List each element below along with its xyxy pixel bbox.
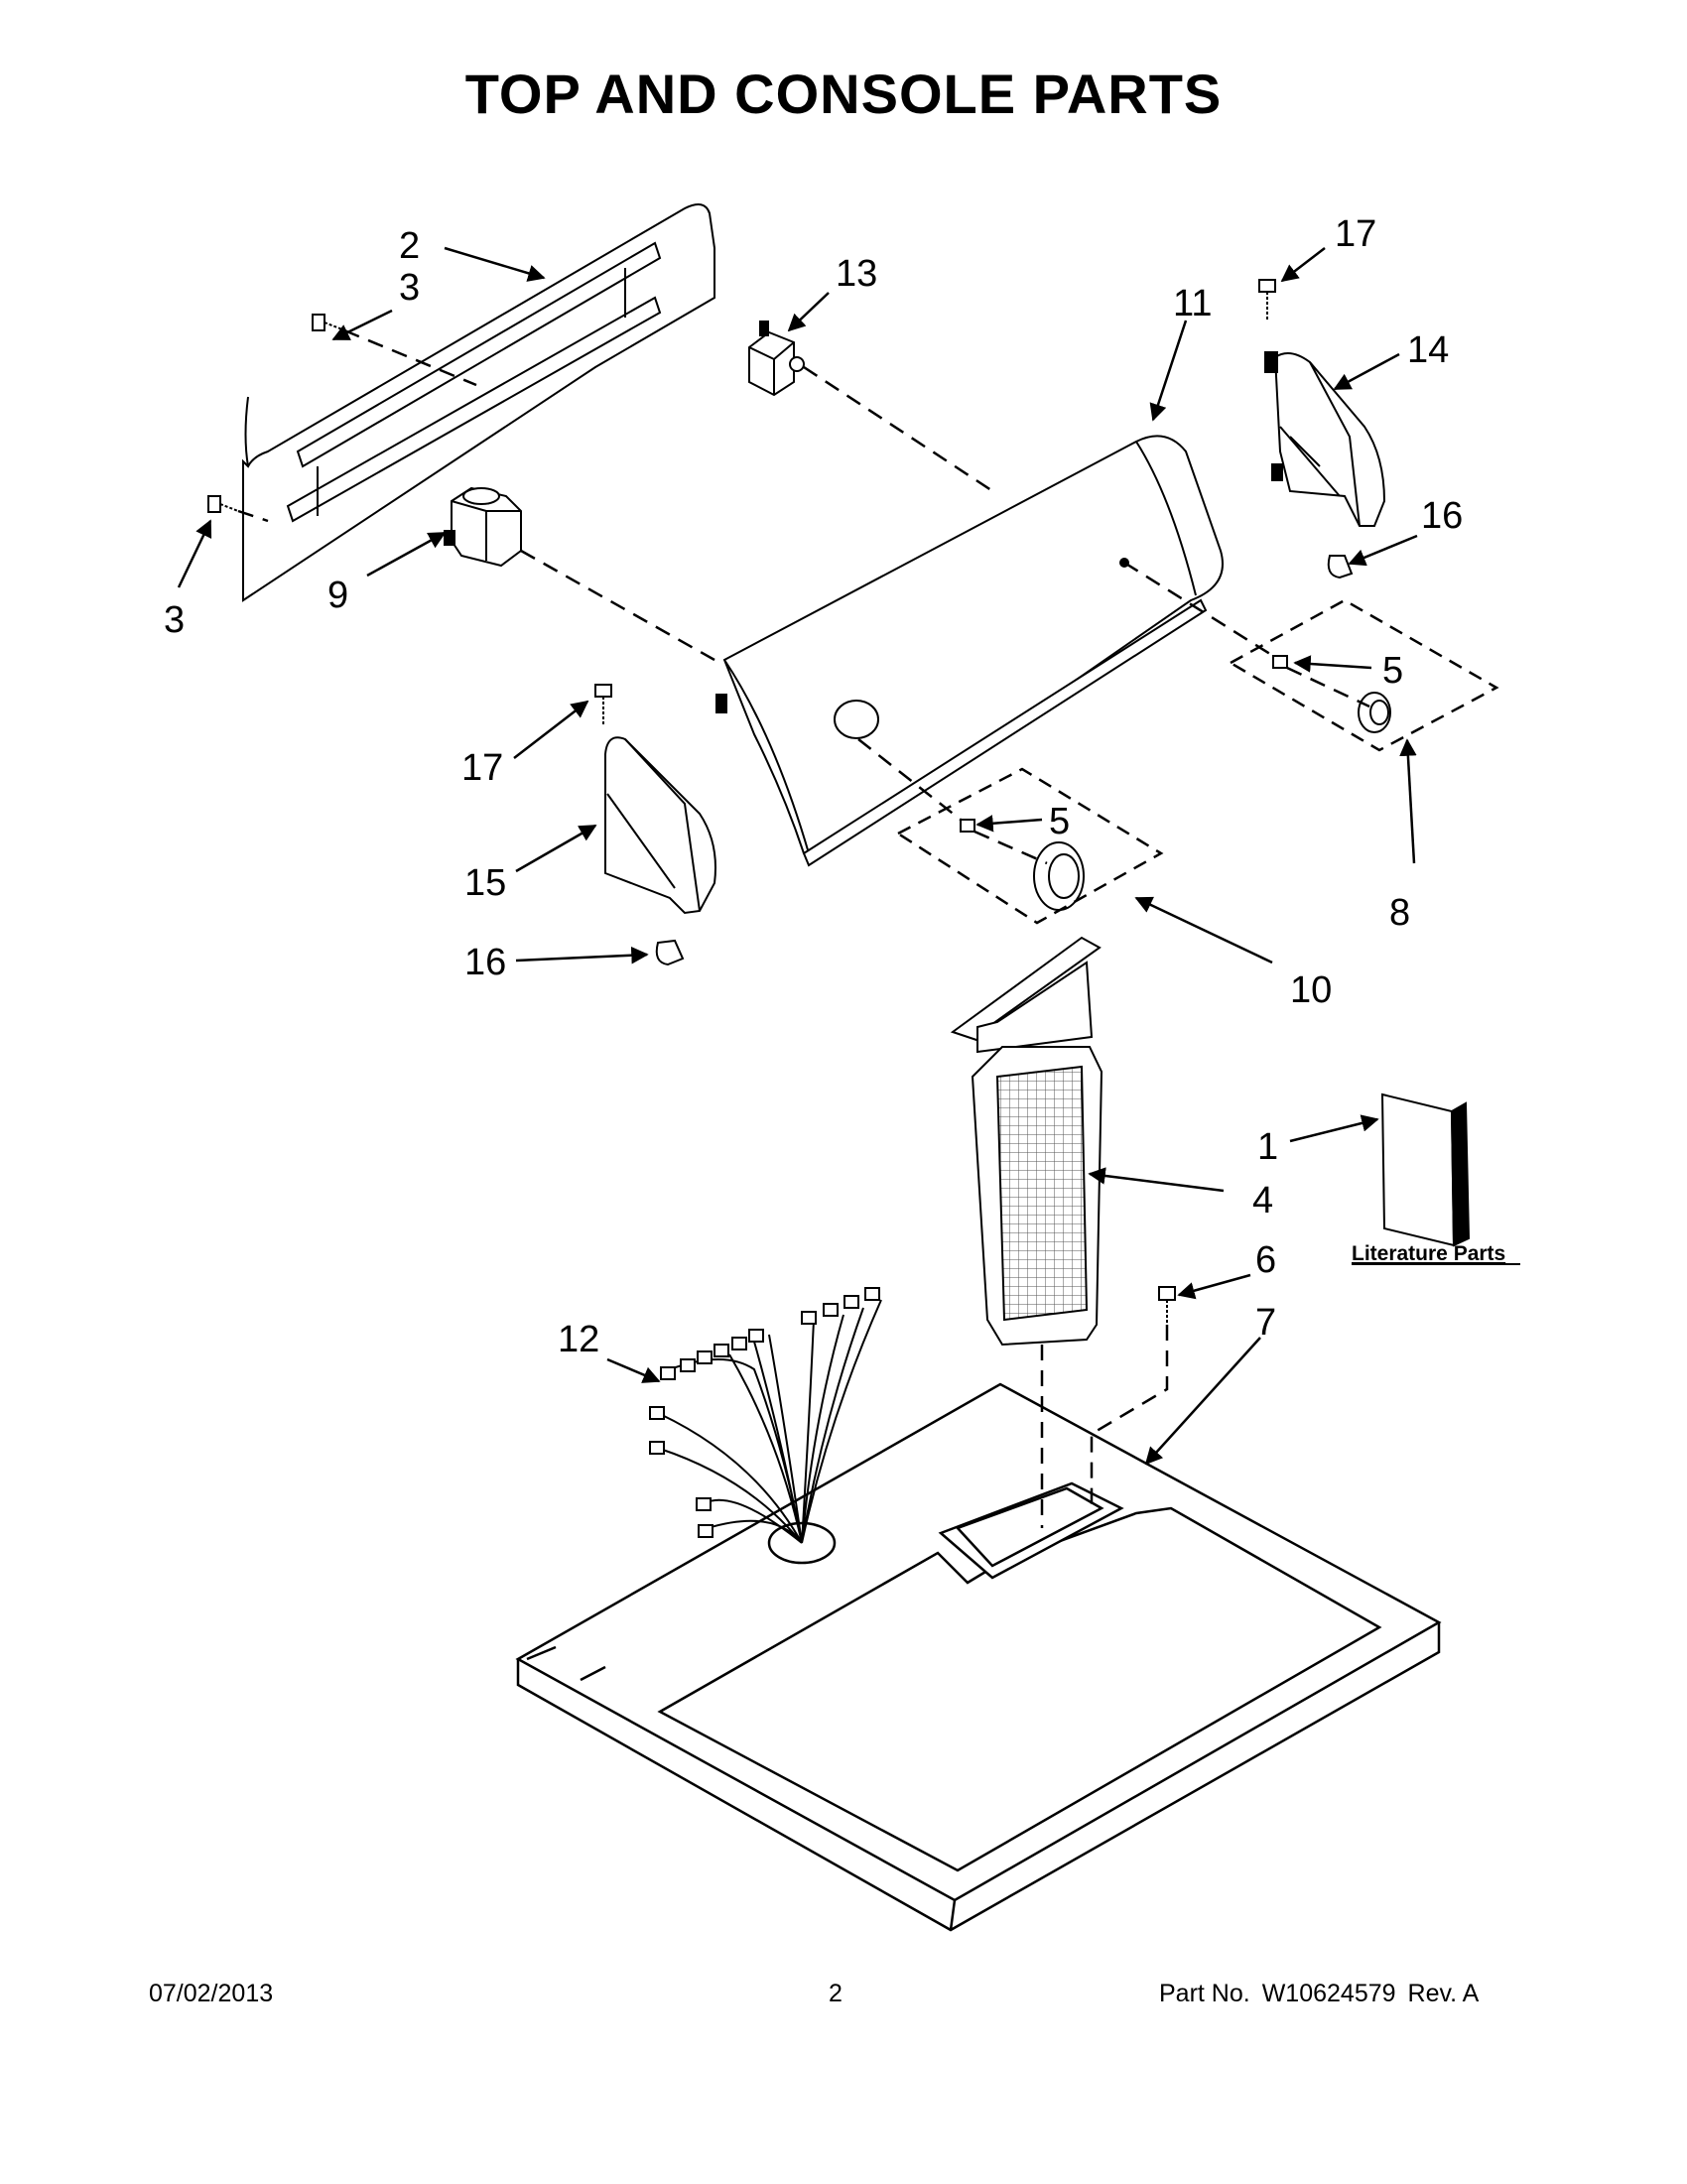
footer-part-number: Part No. W10624579 Rev. A xyxy=(1159,1980,1479,2008)
right-end-cap xyxy=(1264,351,1386,527)
screw-part-6 xyxy=(1158,1286,1176,1325)
screw-part-lower xyxy=(207,495,239,513)
literature-parts-label: Literature Parts xyxy=(1352,1242,1505,1265)
page-title: TOP AND CONSOLE PARTS xyxy=(464,63,1223,125)
screw-part-top xyxy=(1258,279,1276,320)
callout-13: 13 xyxy=(836,253,877,295)
callout-15: 15 xyxy=(464,862,506,904)
callout-12: 12 xyxy=(558,1319,599,1360)
switch-part xyxy=(748,321,805,397)
callout-10: 10 xyxy=(1290,969,1332,1011)
leader-arrows xyxy=(177,246,1418,1466)
screw-part-left xyxy=(594,684,612,724)
top-panel-part xyxy=(515,1382,1442,1932)
callout-3-lower: 3 xyxy=(164,599,185,641)
footer-date: 07/02/2013 xyxy=(149,1980,274,2007)
callout-5-right: 5 xyxy=(1382,650,1403,692)
lint-screen-part xyxy=(950,936,1103,1347)
clip-part-left xyxy=(655,939,685,966)
callout-3-upper: 3 xyxy=(399,267,420,309)
assembly-lines xyxy=(237,328,1370,1528)
callout-2: 2 xyxy=(399,225,420,267)
literature-book xyxy=(1380,1092,1471,1247)
callout-17-top: 17 xyxy=(1335,213,1376,255)
revision: Rev. A xyxy=(1407,1980,1480,2007)
callout-8: 8 xyxy=(1389,892,1410,934)
callout-1: 1 xyxy=(1257,1126,1278,1168)
callout-9: 9 xyxy=(327,575,348,616)
footer-page-number: 2 xyxy=(829,1980,843,2007)
callout-14: 14 xyxy=(1407,329,1449,371)
knob-assembly-right xyxy=(1272,655,1391,733)
kit-box-10 xyxy=(895,767,1164,925)
callout-16-left: 16 xyxy=(464,942,506,983)
callout-11: 11 xyxy=(1173,283,1212,324)
callout-17-left: 17 xyxy=(461,747,503,789)
screw-part-upper xyxy=(312,314,343,331)
callout-7: 7 xyxy=(1255,1302,1276,1344)
rear-console-panel xyxy=(242,203,715,602)
callout-4: 4 xyxy=(1252,1180,1273,1221)
callout-6: 6 xyxy=(1255,1239,1276,1281)
timer-part xyxy=(444,486,522,568)
wire-harness-part xyxy=(649,1287,882,1544)
part-label: Part No. xyxy=(1159,1980,1250,2007)
left-end-cap xyxy=(604,736,716,915)
clip-part-right xyxy=(1327,555,1354,579)
callout-5-left: 5 xyxy=(1049,801,1070,842)
callout-16-right: 16 xyxy=(1421,495,1463,537)
console-part xyxy=(715,435,1224,867)
kit-box-8 xyxy=(1228,598,1499,752)
part-number: W10624579 xyxy=(1261,1980,1396,2007)
